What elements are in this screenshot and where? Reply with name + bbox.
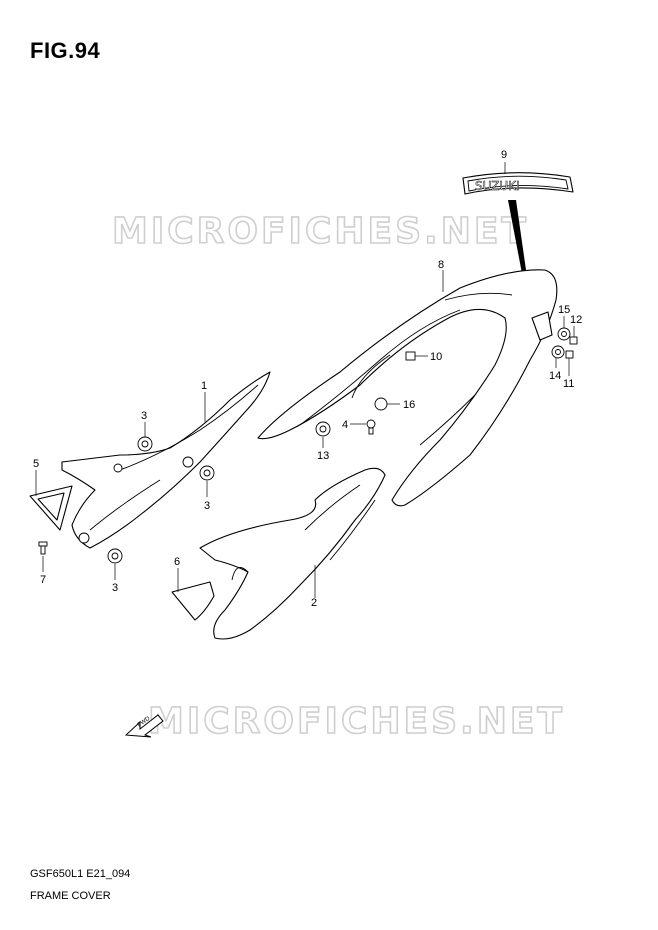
callout-5: 5 [33, 458, 39, 470]
part-nut-16 [374, 397, 388, 411]
callout-9: 9 [501, 149, 507, 161]
watermark-bottom: MICROFICHES.NET [148, 701, 565, 742]
callout-12: 12 [570, 314, 582, 326]
callout-4: 4 [342, 419, 348, 431]
callout-8: 8 [438, 259, 444, 271]
watermark-top: MICROFICHES.NET [112, 211, 529, 252]
leader-lines [35, 162, 575, 598]
callout-3b: 3 [204, 500, 210, 512]
part-screw-4 [366, 419, 376, 435]
figure-title: FIG.94 [30, 38, 101, 63]
model-code: GSF650L1 E21_094 [30, 868, 131, 880]
part-grommet-3a [137, 436, 153, 452]
callout-13: 13 [317, 450, 329, 462]
emblem-text: SUZUKI [475, 179, 520, 193]
part-emblem: SUZUKI [462, 172, 574, 284]
callout-15: 15 [558, 304, 570, 316]
part-triangle-bracket [29, 485, 73, 531]
part-grommet-3c [107, 548, 123, 564]
callout-2: 2 [311, 597, 317, 609]
part-clip-10 [405, 351, 416, 361]
callout-10: 10 [430, 351, 442, 363]
part-grommet-13 [315, 421, 331, 437]
part-frame-cover-right [199, 467, 386, 640]
callout-3c: 3 [112, 582, 118, 594]
part-frame-cover-left [61, 371, 271, 549]
section-name: FRAME COVER [30, 890, 111, 902]
callout-14: 14 [549, 370, 561, 382]
part-grommet-15 [557, 327, 571, 341]
part-screw-7 [38, 541, 48, 555]
part-side-trim [171, 581, 215, 621]
part-grommet-3b [199, 465, 215, 481]
part-grommet-14 [551, 345, 565, 359]
callout-16: 16 [403, 399, 415, 411]
part-seat-tail-cover [257, 269, 558, 507]
callout-7: 7 [40, 574, 46, 586]
part-bolt-12 [569, 336, 578, 345]
callout-11: 11 [563, 378, 574, 390]
callout-1: 1 [201, 380, 207, 392]
part-bolt-11 [565, 350, 574, 359]
callout-3a: 3 [141, 410, 147, 422]
callout-6: 6 [174, 556, 180, 568]
